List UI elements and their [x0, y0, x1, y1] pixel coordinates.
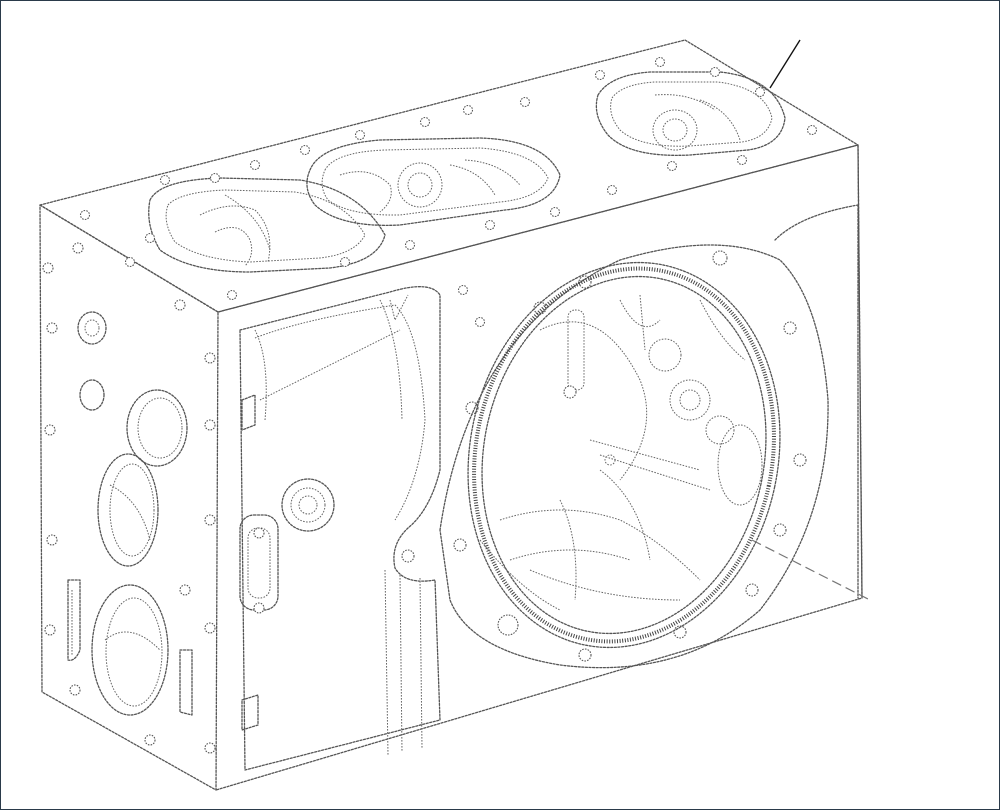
front-pocket	[239, 286, 441, 771]
housing-body	[39, 39, 863, 791]
left-bore-lower	[91, 584, 169, 716]
main-bore-flange	[439, 204, 859, 669]
top-opening-left	[148, 177, 386, 273]
hidden-line	[751, 539, 871, 601]
top-opening-right	[595, 71, 786, 156]
gear-ring	[472, 266, 776, 644]
pocket-boss	[281, 478, 335, 532]
flange-outline	[439, 244, 829, 669]
top-bolt-holes	[79, 56, 818, 301]
top-openings	[148, 71, 786, 273]
front-holes	[401, 250, 807, 662]
top-opening-middle	[306, 137, 561, 226]
leader-line	[769, 39, 801, 89]
left-end-details	[42, 242, 216, 754]
left-end-face	[39, 204, 219, 791]
left-bore-upper	[126, 389, 188, 467]
left-bore-middle	[97, 453, 159, 567]
front-face	[215, 144, 863, 791]
